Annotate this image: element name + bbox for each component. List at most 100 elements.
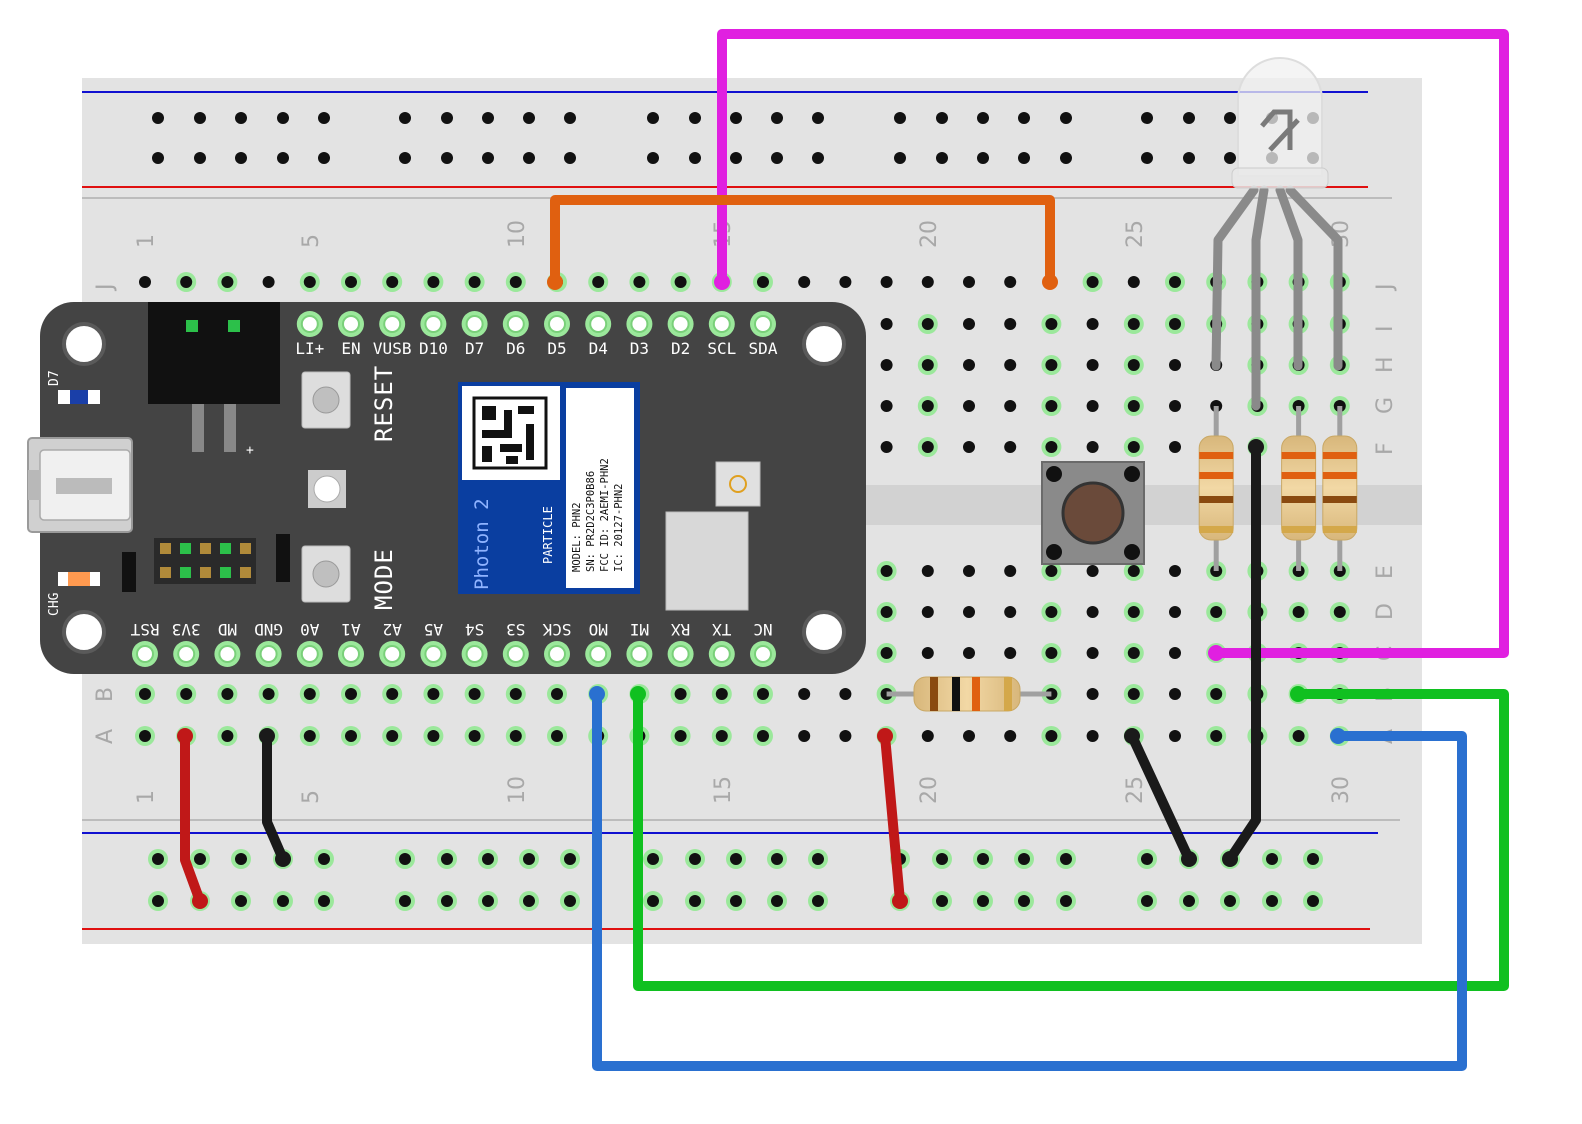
wire-black-gnd[interactable] [259,728,291,867]
hole-A27[interactable] [1210,730,1223,742]
hole-D24[interactable] [1086,606,1099,618]
hole-B3[interactable] [221,688,234,700]
rail-top-hole[interactable] [523,112,535,124]
hole-A15[interactable] [715,730,728,742]
hole-I25[interactable] [1127,318,1140,330]
hole-A22[interactable] [1004,730,1017,742]
hole-E23[interactable] [1045,565,1058,577]
rail-bottom-hole[interactable] [1060,895,1072,907]
hole-A29[interactable] [1292,730,1305,742]
hole-J20[interactable] [921,276,934,288]
hole-A21[interactable] [963,730,975,742]
hole-D26[interactable] [1169,606,1181,618]
hole-B2[interactable] [180,688,193,700]
hole-I24[interactable] [1086,318,1099,330]
hole-A26[interactable] [1169,730,1181,742]
reset-button[interactable] [301,371,351,429]
rail-top-hole[interactable] [235,152,247,164]
hole-C26[interactable] [1169,647,1181,659]
rail-bottom-hole[interactable] [235,853,247,865]
hole-J9[interactable] [468,276,481,288]
hole-C23[interactable] [1045,647,1058,659]
rail-top-hole[interactable] [977,112,989,124]
rail-bottom-hole[interactable] [1266,895,1278,907]
hole-C24[interactable] [1086,647,1099,659]
hole-A5[interactable] [303,730,316,742]
hole-A20[interactable] [921,730,934,742]
hole-E21[interactable] [963,565,975,577]
rail-top-hole[interactable] [194,112,206,124]
rail-bottom-hole[interactable] [1307,853,1319,865]
rail-top-hole[interactable] [318,152,330,164]
hole-A24[interactable] [1086,730,1099,742]
rail-top-hole[interactable] [482,112,494,124]
hole-E19[interactable] [880,565,893,577]
rail-bottom-hole[interactable] [730,895,742,907]
rail-bottom-hole[interactable] [977,895,989,907]
rail-top-hole[interactable] [1060,152,1072,164]
hole-A10[interactable] [509,730,522,742]
hole-D30[interactable] [1333,606,1346,618]
hole-D21[interactable] [963,606,975,618]
hole-G22[interactable] [1004,400,1017,412]
rail-top-hole[interactable] [647,152,659,164]
rail-top-hole[interactable] [1183,152,1195,164]
hole-B18[interactable] [839,688,852,700]
rail-top-hole[interactable] [235,112,247,124]
rail-top-hole[interactable] [1018,112,1030,124]
hole-C20[interactable] [921,647,934,659]
hole-F24[interactable] [1086,441,1099,453]
hole-E22[interactable] [1004,565,1017,577]
rail-bottom-hole[interactable] [771,853,783,865]
rail-top-hole[interactable] [812,112,824,124]
rail-bottom-hole[interactable] [936,895,948,907]
hole-B25[interactable] [1127,688,1140,700]
hole-F25[interactable] [1127,441,1140,453]
hole-H24[interactable] [1086,359,1099,371]
rail-bottom-hole[interactable] [936,853,948,865]
hole-G21[interactable] [963,400,975,412]
rail-bottom-hole[interactable] [152,853,164,865]
rail-bottom-hole[interactable] [482,853,494,865]
hole-B1[interactable] [139,688,151,700]
hole-B10[interactable] [509,688,522,700]
hole-H25[interactable] [1127,359,1140,371]
hole-G24[interactable] [1086,400,1099,412]
rail-bottom-hole[interactable] [152,895,164,907]
hole-H23[interactable] [1045,359,1058,371]
rail-bottom-hole[interactable] [647,895,659,907]
rail-top-hole[interactable] [936,112,948,124]
hole-I26[interactable] [1169,318,1181,330]
hole-D23[interactable] [1045,606,1058,618]
hole-F20[interactable] [921,441,934,453]
hole-I22[interactable] [1004,318,1017,330]
hole-G20[interactable] [921,400,934,412]
rail-bottom-hole[interactable] [441,895,453,907]
hole-D25[interactable] [1127,606,1140,618]
wire-red-3v3[interactable] [177,728,208,909]
rail-bottom-hole[interactable] [812,895,824,907]
rail-bottom-hole[interactable] [647,853,659,865]
rail-top-hole[interactable] [936,152,948,164]
hole-H22[interactable] [1004,359,1017,371]
rail-top-hole[interactable] [152,152,164,164]
rail-bottom-hole[interactable] [564,853,576,865]
rail-top-hole[interactable] [771,152,783,164]
hole-A11[interactable] [551,730,563,742]
hole-F21[interactable] [963,441,975,453]
hole-J16[interactable] [757,276,769,288]
hole-B9[interactable] [468,688,481,700]
rail-top-hole[interactable] [523,152,535,164]
rail-top-hole[interactable] [689,112,701,124]
rail-bottom-hole[interactable] [523,853,535,865]
hole-B24[interactable] [1086,688,1099,700]
hole-J24[interactable] [1086,276,1099,288]
rail-top-hole[interactable] [564,152,576,164]
rail-bottom-hole[interactable] [730,853,742,865]
hole-D29[interactable] [1292,606,1305,618]
rail-top-hole[interactable] [894,152,906,164]
rail-bottom-hole[interactable] [689,853,701,865]
hole-G23[interactable] [1045,400,1058,412]
hole-B15[interactable] [715,688,728,700]
hole-J5[interactable] [303,276,316,288]
